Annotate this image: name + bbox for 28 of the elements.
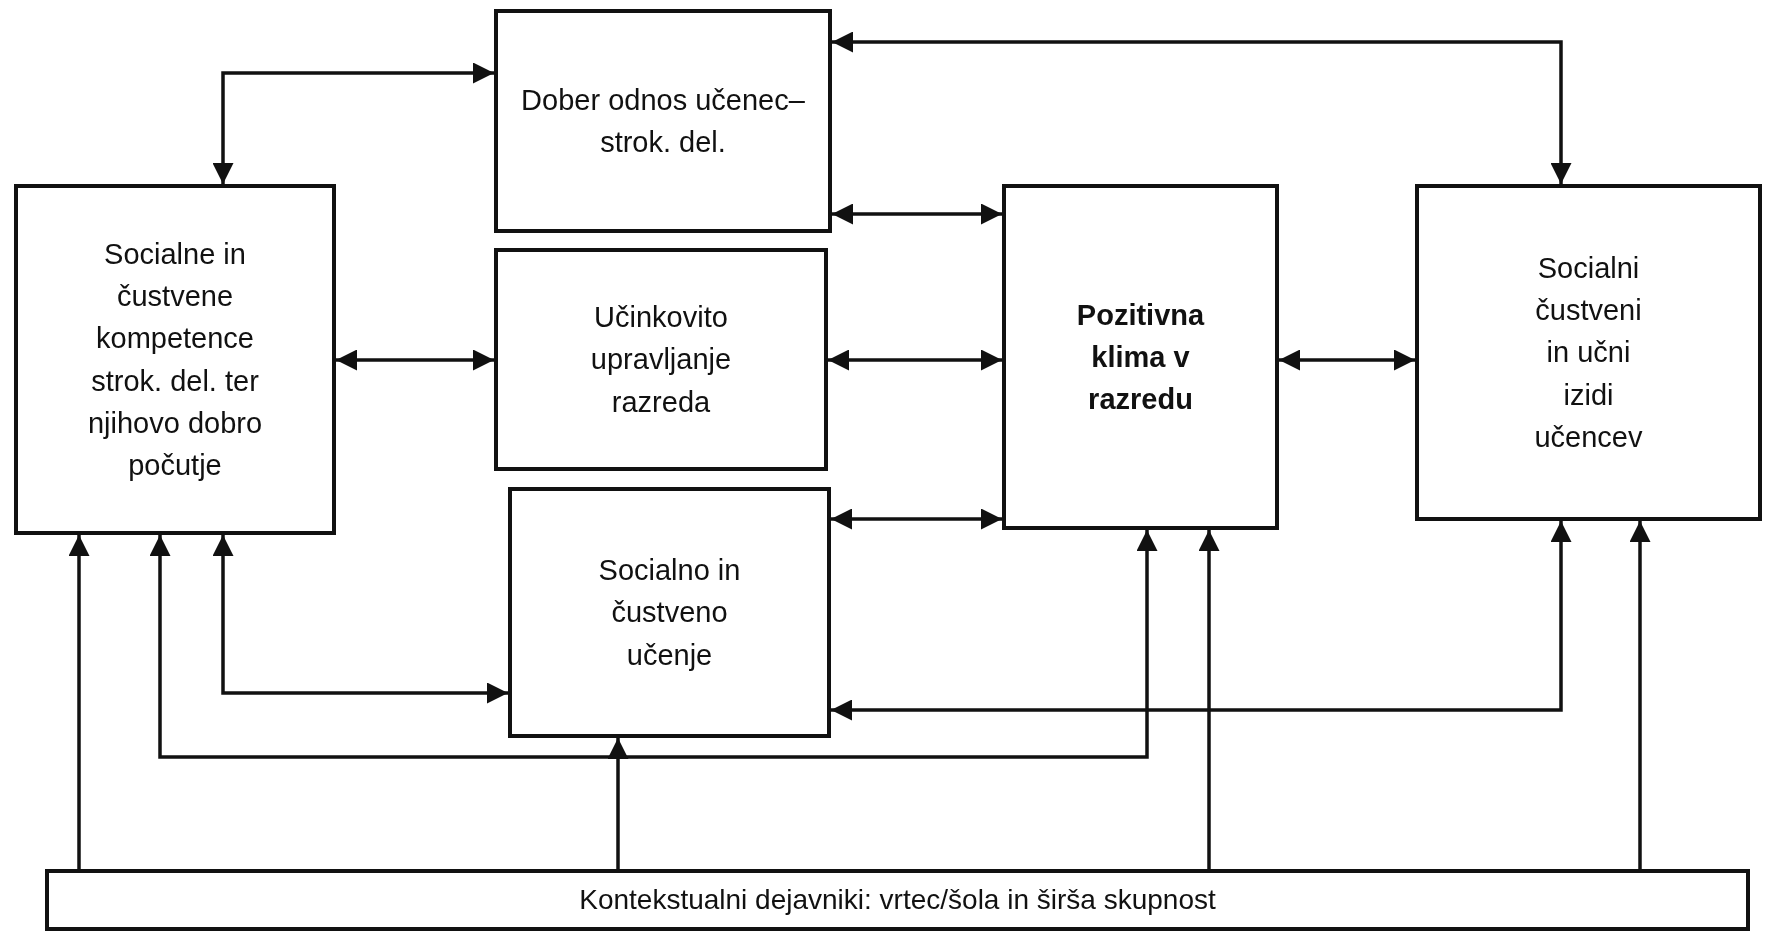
arrow xyxy=(831,508,1002,530)
arrow xyxy=(832,31,1572,184)
arrow xyxy=(1198,530,1220,869)
box-label: Socialno in čustveno učenje xyxy=(597,553,742,673)
process-box xyxy=(1415,184,1762,521)
box-label: Učinkovito upravljanje razreda xyxy=(589,300,733,420)
box-label: Dober odnos učenec–strok. del. xyxy=(520,82,806,160)
box-label: Pozitivna klima v razredu xyxy=(1075,297,1206,417)
arrow xyxy=(828,349,1002,371)
box-label: Socialne in čustvene kompetence strok. del. ter njihovo dobro počutje xyxy=(86,237,264,483)
process-box xyxy=(14,184,336,535)
arrow xyxy=(832,203,1002,225)
box-label: Socialni čustveni in učni izidi učencev xyxy=(1533,251,1644,455)
process-box xyxy=(494,9,832,233)
arrow xyxy=(607,738,629,869)
arrow xyxy=(1629,521,1651,869)
arrow xyxy=(336,349,494,371)
arrow xyxy=(212,62,494,184)
arrow xyxy=(68,535,90,869)
box-label: Kontekstualni dejavniki: vrtec/šola in širša skupnost xyxy=(579,882,1216,917)
arrow xyxy=(831,521,1572,721)
arrow xyxy=(212,535,508,704)
arrow xyxy=(149,530,1158,759)
process-box xyxy=(494,248,828,471)
arrow xyxy=(1279,349,1415,371)
process-box xyxy=(45,869,1750,931)
process-box xyxy=(508,487,831,738)
process-box xyxy=(1002,184,1279,530)
